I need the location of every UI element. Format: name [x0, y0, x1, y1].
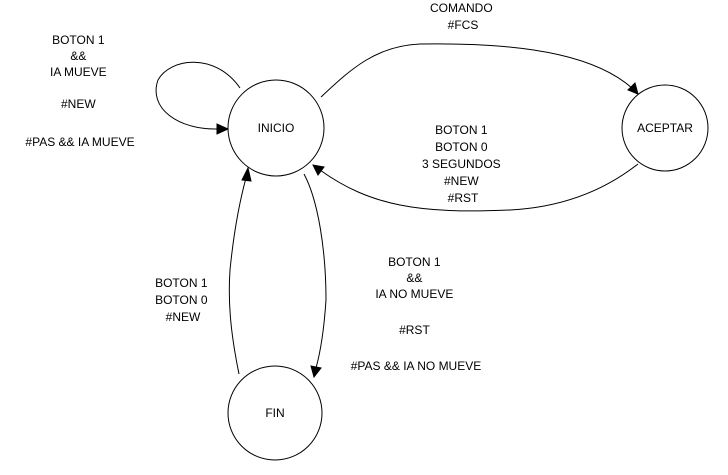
label-line: #RST: [448, 191, 479, 205]
label-line: COMANDO: [430, 1, 493, 15]
label-line: BOTON 1: [388, 255, 441, 269]
arrowhead-inicio-to-fin: [310, 365, 322, 379]
label-line: #NEW: [61, 97, 96, 111]
label-self-loop: BOTON 1 && IA MUEVE #NEW #PAS && IA MUEV…: [25, 33, 134, 149]
label-line: #FCS: [448, 18, 479, 32]
label-line: BOTON 0: [435, 140, 488, 154]
edge-fin-to-inicio: [228, 177, 247, 375]
label-line: IA MUEVE: [50, 65, 107, 79]
label-line: BOTON 1: [155, 276, 208, 290]
label-inicio-to-fin: BOTON 1 && IA NO MUEVE #RST #PAS && IA N…: [351, 255, 482, 373]
label-aceptar-to-inicio: BOTON 1 BOTON 0 3 SEGUNDOS #NEW #RST: [422, 123, 504, 205]
label-line: BOTON 1: [52, 33, 105, 47]
label-line: #NEW: [166, 310, 201, 324]
label-line: #RST: [399, 323, 430, 337]
state-fin-label: FIN: [265, 406, 284, 420]
edge-inicio-to-fin: [303, 173, 327, 369]
label-line: &&: [70, 49, 86, 63]
arrowhead-self-loop: [216, 123, 230, 135]
label-line: IA NO MUEVE: [375, 287, 453, 301]
edge-aceptar-to-inicio: [319, 163, 639, 212]
arrowhead-inicio-to-aceptar: [627, 82, 639, 95]
label-line: #NEW: [444, 174, 479, 188]
state-aceptar-label: ACEPTAR: [637, 121, 693, 135]
state-inicio[interactable]: INICIO: [227, 79, 325, 177]
state-inicio-label: INICIO: [258, 121, 295, 135]
arrowhead-aceptar-to-inicio: [312, 164, 325, 176]
state-fin-circle: [227, 365, 323, 461]
edge-inicio-self-loop: [155, 61, 241, 130]
label-line: &&: [406, 271, 422, 285]
label-fin-to-inicio: BOTON 1 BOTON 0 #NEW: [155, 276, 211, 324]
label-line: BOTON 0: [155, 293, 208, 307]
state-fin[interactable]: FIN: [227, 365, 323, 461]
edge-inicio-to-aceptar: [320, 43, 633, 98]
label-line: #PAS && IA MUEVE: [25, 135, 134, 149]
label-inicio-to-aceptar: COMANDO #FCS: [430, 1, 496, 32]
label-line: BOTON 1: [435, 123, 488, 137]
label-line: #PAS && IA NO MUEVE: [351, 359, 482, 373]
label-line: 3 SEGUNDOS: [422, 157, 501, 171]
state-inicio-circle: [227, 79, 325, 177]
state-aceptar[interactable]: ACEPTAR: [621, 84, 709, 172]
arrowhead-fin-to-inicio: [241, 166, 252, 182]
state-aceptar-circle: [621, 84, 709, 172]
